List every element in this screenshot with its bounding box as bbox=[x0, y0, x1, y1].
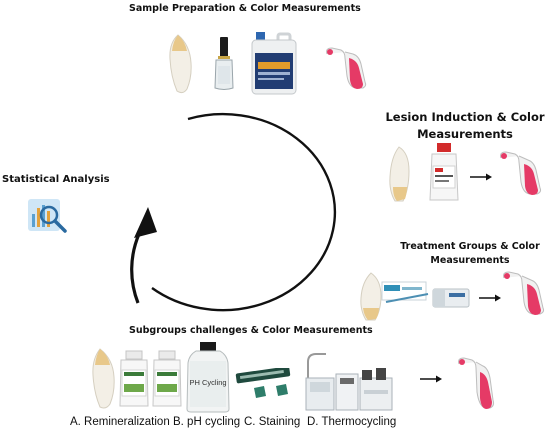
statistical-analysis-title: Statistical Analysis bbox=[2, 174, 110, 185]
colorimeter-icon bbox=[458, 357, 495, 409]
tooth-icon bbox=[92, 348, 115, 409]
caption-ph-cycling: B. pH cycling bbox=[173, 416, 241, 428]
statistical-analysis-icon bbox=[28, 199, 67, 233]
nail-polish-icon bbox=[214, 37, 234, 90]
lesion-induction-title: Lesion Induction & Color Measurements bbox=[380, 109, 550, 143]
tooth-icon bbox=[360, 272, 382, 321]
caption-thermocycling: D. Thermocycling bbox=[307, 416, 397, 428]
arrowhead-icon bbox=[134, 207, 157, 238]
tooth-icon bbox=[169, 34, 192, 94]
ph-cycling-bottle: PH Cycling bbox=[185, 341, 231, 413]
lesion-induction-line1: Lesion Induction & Color bbox=[385, 110, 545, 124]
caption-remineralization: A. Remineralization bbox=[70, 416, 170, 428]
lesion-solution-bottle-icon bbox=[429, 143, 459, 201]
cycle-arc-tail bbox=[130, 233, 141, 304]
ph-cycling-bottle-icon bbox=[186, 342, 230, 413]
treatment-box-icon bbox=[432, 288, 470, 308]
staining-capsules-icon bbox=[235, 368, 291, 398]
treatment-groups-title: Treatment Groups & Color Measurements bbox=[390, 240, 550, 268]
cycle-arrow bbox=[130, 112, 337, 312]
cycle-arc bbox=[151, 112, 337, 312]
colorimeter-icon bbox=[500, 151, 542, 195]
remineralization-bottle-icon bbox=[152, 350, 182, 407]
distilled-water-container-icon bbox=[251, 32, 297, 95]
subgroups-title: Subgroups challenges & Color Measurement… bbox=[129, 325, 373, 336]
thermocycling-machine-icon bbox=[305, 353, 393, 411]
colorimeter-icon bbox=[503, 271, 545, 315]
colorimeter-icon bbox=[326, 47, 367, 89]
sample-preparation-title: Sample Preparation & Color Measurements bbox=[129, 3, 361, 14]
remineralization-bottle-icon bbox=[119, 350, 149, 407]
arrow-right-icon bbox=[470, 173, 492, 181]
treatment-groups-line2: Measurements bbox=[430, 255, 510, 266]
tooth-icon bbox=[389, 146, 410, 202]
treatment-groups-line1: Treatment Groups & Color bbox=[400, 241, 540, 252]
arrow-right-icon bbox=[479, 294, 501, 302]
treatment-kit-icon bbox=[381, 281, 429, 303]
lesion-induction-line2: Measurements bbox=[417, 127, 513, 141]
arrow-right-icon bbox=[420, 375, 442, 383]
caption-staining: C. Staining bbox=[244, 416, 301, 428]
ph-cycling-bottle-label: PH Cycling bbox=[189, 378, 227, 387]
